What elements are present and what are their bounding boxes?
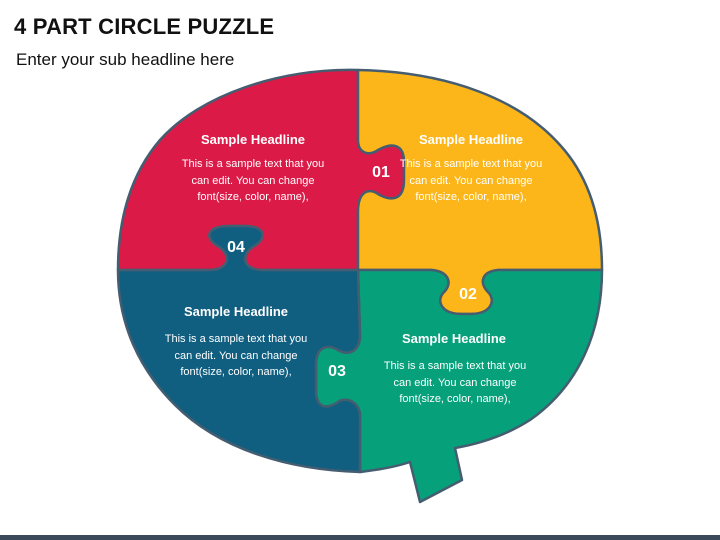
- piece-02-text: This is a sample text that you can edit.…: [383, 360, 527, 405]
- piece-04-text: This is a sample text that you can edit.…: [181, 158, 325, 203]
- piece-03-number: 03: [328, 363, 346, 380]
- piece-02-headline: Sample Headline: [401, 331, 507, 346]
- piece-03-text: This is a sample text that you can edit.…: [164, 333, 308, 378]
- piece-04-headline: Sample Headline: [200, 132, 306, 147]
- piece-04-number: 04: [227, 239, 245, 256]
- piece-02-number: 02: [459, 286, 477, 303]
- puzzle-piece-blue: [116, 224, 362, 474]
- piece-01-text: This is a sample text that you can edit.…: [399, 158, 543, 203]
- piece-03-headline: Sample Headline: [183, 304, 289, 319]
- page-title: 4 PART CIRCLE PUZZLE: [14, 14, 275, 39]
- page-subtitle: Enter your sub headline here: [16, 50, 235, 69]
- piece-01-number: 01: [372, 164, 390, 181]
- piece-01-headline: Sample Headline: [418, 132, 524, 147]
- footer-bar: [0, 535, 720, 540]
